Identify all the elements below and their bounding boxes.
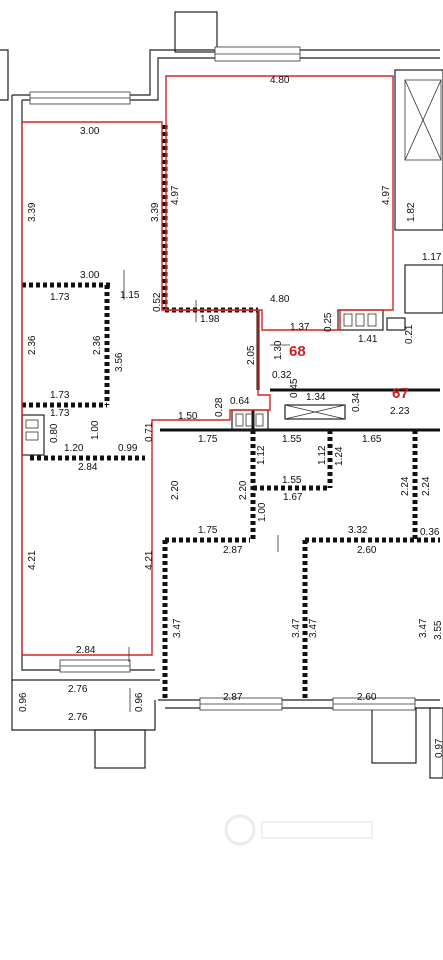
dimension-label: 2.60 [357,692,377,703]
dimension-label: 2.24 [400,476,411,496]
dimension-label: 3.00 [80,270,100,281]
dimension-label: 3.47 [418,618,429,638]
partitions [22,125,440,700]
dimension-label: 2.84 [76,645,96,656]
dimension-label: 1.34 [306,392,326,403]
dimension-label: 3.00 [80,126,100,137]
dimension-label: 2.20 [170,480,181,500]
dimension-label: 1.00 [90,420,101,440]
apartment-boundaries [21,75,394,656]
dimension-label: 0.96 [18,692,29,712]
dimension-label: 4.97 [170,185,181,205]
dimension-label: 1.30 [273,340,284,360]
dimension-label: 0.80 [49,423,60,443]
dimension-label: 2.23 [390,406,410,417]
dimension-label: 1.67 [283,492,303,503]
dimension-label: 4.80 [270,75,290,86]
dimension-label: 2.60 [357,545,377,556]
dimension-label: 2.05 [246,345,257,365]
dimension-label: 4.97 [381,185,392,205]
dimension-label: 1.55 [282,475,302,486]
dimension-label: 1.41 [358,334,378,345]
dimension-label: 4.21 [27,550,38,570]
dimension-label: 1.24 [334,446,345,466]
dimension-label: 3.55 [433,620,443,640]
dimension-label: 1.17 [422,252,442,263]
dimension-label: 0.25 [323,312,334,332]
dimension-label: 0.34 [351,392,362,412]
watermark-logo [224,814,373,846]
dimension-label: 1.50 [178,411,198,422]
dimension-label: 1.55 [282,434,302,445]
dimension-label: 1.12 [256,445,267,465]
dimension-label: 3.56 [114,352,125,372]
dimension-label: 2.36 [92,335,103,355]
dimension-label: 0.36 [420,527,440,538]
apartment-label-68: 68 [289,343,306,360]
dimension-label: 0.96 [134,692,145,712]
dimension-ticks [123,270,290,712]
dimension-label: 1.98 [200,314,220,325]
dimension-label: 2.87 [223,692,243,703]
dimension-label: 1.73 [50,292,70,303]
dimension-label: 2.76 [68,712,88,723]
dimension-label: 3.47 [308,618,319,638]
dimension-label: 1.75 [198,525,218,536]
dimension-label: 3.32 [348,525,368,536]
dimension-label: 0.97 [434,738,443,758]
dimension-label: 3.39 [150,202,161,222]
dimension-label: 0.64 [230,396,250,407]
dimension-label: 1.73 [50,390,70,401]
dimension-label: 1.12 [317,445,328,465]
dimension-label: 1.37 [290,322,310,333]
dimension-label: 0.32 [272,370,292,381]
dimension-label: 4.21 [144,550,155,570]
dimension-label: 2.20 [238,480,249,500]
dimension-label: 2.87 [223,545,243,556]
dimension-label: 1.15 [120,290,140,301]
dimension-label: 0.45 [289,378,300,398]
dimension-label: 1.65 [362,434,382,445]
dimension-label: 3.47 [172,618,183,638]
dimension-label: 3.47 [291,618,302,638]
dimension-labels: 4.80 4.97 4.97 4.80 1.82 1.17 3.00 3.39 … [18,75,443,758]
dimension-label: 0.28 [214,397,225,417]
dimension-label: 0.99 [118,443,138,454]
windows [29,46,416,711]
dimension-label: 1.00 [257,502,268,522]
dimension-label: 2.76 [68,684,88,695]
apartment-label-67: 67 [392,385,409,402]
dimension-label: 2.36 [27,335,38,355]
dimension-label: 2.84 [78,462,98,473]
dimension-label: 0.52 [152,292,163,312]
dimension-label: 1.20 [64,443,84,454]
dimension-label: 1.73 [50,408,70,419]
dimension-label: 1.82 [406,202,417,222]
dimension-label: 2.24 [421,476,432,496]
dimension-label: 0.71 [144,422,155,442]
dimension-label: 0.21 [404,324,415,344]
dimension-label: 4.80 [270,294,290,305]
dimension-label: 3.39 [27,202,38,222]
dimension-label: 1.75 [198,434,218,445]
